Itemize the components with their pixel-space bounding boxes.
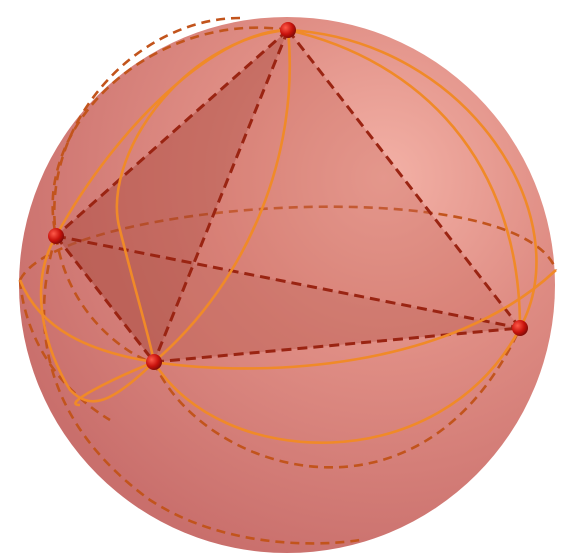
circle-bottom-back (152, 327, 522, 469)
edge-front-right (153, 326, 521, 364)
vertex-right (512, 320, 528, 336)
circle-left-arc (18, 279, 111, 422)
tetrahedron-edges (54, 28, 522, 364)
circle-left-back-2 (42, 235, 361, 545)
face-front (154, 30, 520, 362)
vertex-left (48, 228, 64, 244)
circle-front-top (153, 29, 292, 363)
face-left (56, 30, 288, 362)
circle-right-outer (287, 28, 538, 329)
visible-circles (18, 28, 557, 445)
circle-lower-front (152, 327, 522, 445)
equator-back (18, 205, 558, 281)
edge-top-front (152, 29, 290, 363)
tetrahedron-faces (56, 30, 520, 362)
circle-front-right (287, 28, 522, 329)
circle-left-outer (74, 360, 155, 407)
edge-top-left (55, 28, 289, 238)
circle-upper-left-back (53, 16, 241, 237)
face-bottom (56, 236, 520, 362)
vertex-front (146, 354, 162, 370)
vertices (48, 22, 528, 370)
circle-left-loop (39, 235, 155, 403)
circle-equator-front (18, 269, 557, 370)
circle-upper-sweep (54, 28, 289, 237)
hidden-circles (18, 16, 558, 545)
vertex-top (280, 22, 296, 38)
edge-left-front (54, 235, 156, 363)
circle-left-back (51, 26, 289, 364)
